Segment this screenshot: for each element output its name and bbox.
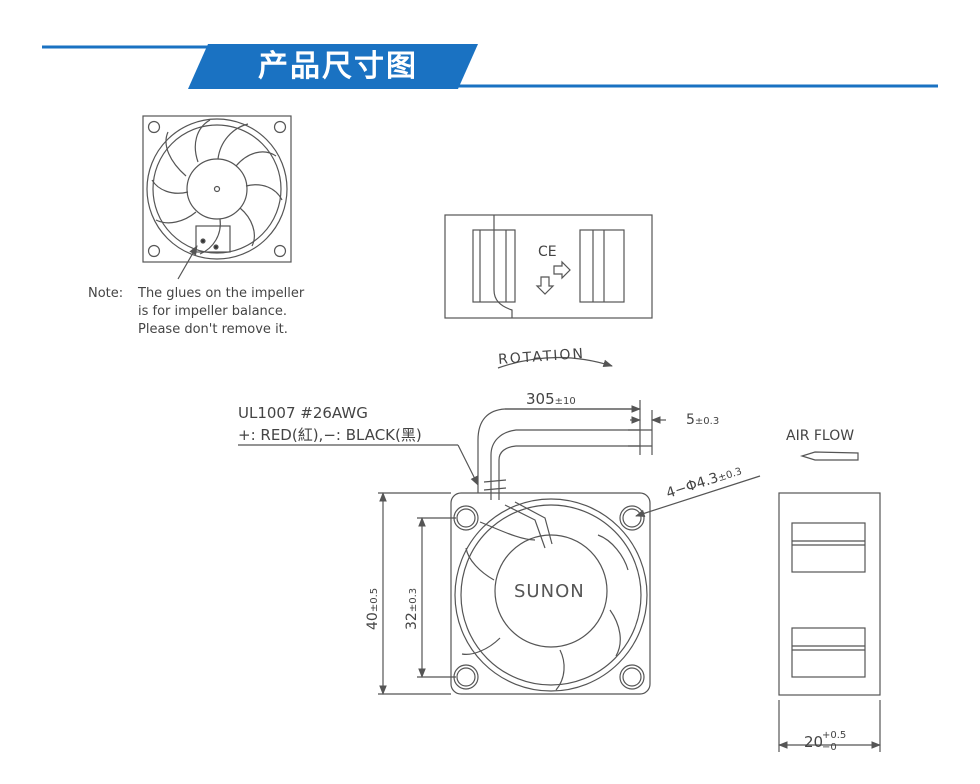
thickness-tolerance-lower: −0 <box>822 742 837 753</box>
cable-colors: +: RED(紅),−: BLACK(黑) <box>238 426 422 444</box>
svg-text:5±0.3: 5±0.3 <box>686 412 719 428</box>
svg-text:32±0.3: 32±0.3 <box>404 588 420 630</box>
side-view-frame <box>778 492 881 696</box>
thickness-tolerance-upper: +0.5 <box>822 730 846 741</box>
note-line-1: The glues on the impeller <box>137 286 305 301</box>
note-leader-arrow <box>177 245 198 280</box>
svg-text:305±10: 305±10 <box>526 390 576 408</box>
cable-spec: UL1007 #26AWG <box>238 404 368 422</box>
outer-size-tolerance: ±0.5 <box>369 588 380 612</box>
strip-length-value: 5 <box>686 412 695 428</box>
hole-spec: 4−Φ4.3 <box>664 470 720 502</box>
page-title: 产品尺寸图 <box>258 49 418 84</box>
airflow-label: AIR FLOW <box>786 428 854 444</box>
outer-size-value: 40 <box>365 612 381 630</box>
label-view <box>444 214 653 319</box>
lead-length-value: 305 <box>526 390 555 408</box>
airflow-arrow <box>799 451 859 461</box>
hole-leader <box>635 475 761 518</box>
strip-length-tolerance: ±0.3 <box>695 416 719 427</box>
hole-spacing-tolerance: ±0.3 <box>408 588 419 612</box>
header-banner: 产品尺寸图 <box>0 0 980 100</box>
impeller-view <box>142 115 292 263</box>
rotation-label: ROTATION <box>498 346 586 368</box>
note-label: Note: <box>88 286 123 301</box>
cable-wire-red <box>490 429 640 500</box>
side-view <box>778 492 881 696</box>
fan-frame-outline <box>450 492 651 695</box>
label-view-frame <box>444 214 653 319</box>
header-graphic <box>42 44 938 89</box>
lead-length-tolerance: ±10 <box>555 396 576 407</box>
note-line-3: Please don't remove it. <box>138 322 288 337</box>
balance-glue-area <box>195 225 231 253</box>
svg-text:40±0.5: 40±0.5 <box>365 588 381 630</box>
front-view-fan <box>450 492 651 695</box>
hole-spacing-value: 32 <box>404 612 420 630</box>
ce-mark: CE <box>538 244 557 260</box>
thickness-value: 20 <box>804 733 823 751</box>
rotation-arrow <box>497 356 613 369</box>
fan-hub <box>494 534 608 648</box>
impeller-frame <box>142 115 292 263</box>
note-line-2: is for impeller balance. <box>138 304 287 319</box>
brand-logo: SUNON <box>514 581 585 602</box>
hole-tolerance: ±0.3 <box>717 466 744 484</box>
svg-text:4−Φ4.3±0.3: 4−Φ4.3±0.3 <box>664 462 743 501</box>
header-title-band <box>188 44 478 89</box>
cable-wire-black <box>498 445 640 500</box>
